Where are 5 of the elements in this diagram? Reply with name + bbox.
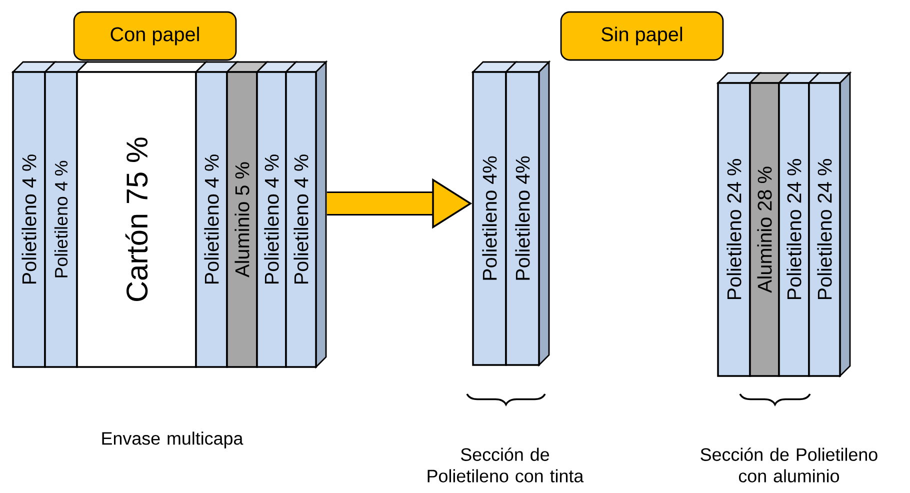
caption-text: Sección de Polietileno con aluminio: [700, 448, 878, 482]
caption-text: Envase multicapa: [102, 432, 244, 448]
caption-text: Sección de Polietileno con tinta: [428, 448, 584, 482]
label-tag: Sin papel: [560, 11, 724, 61]
label-tag: Con papel: [73, 11, 237, 61]
